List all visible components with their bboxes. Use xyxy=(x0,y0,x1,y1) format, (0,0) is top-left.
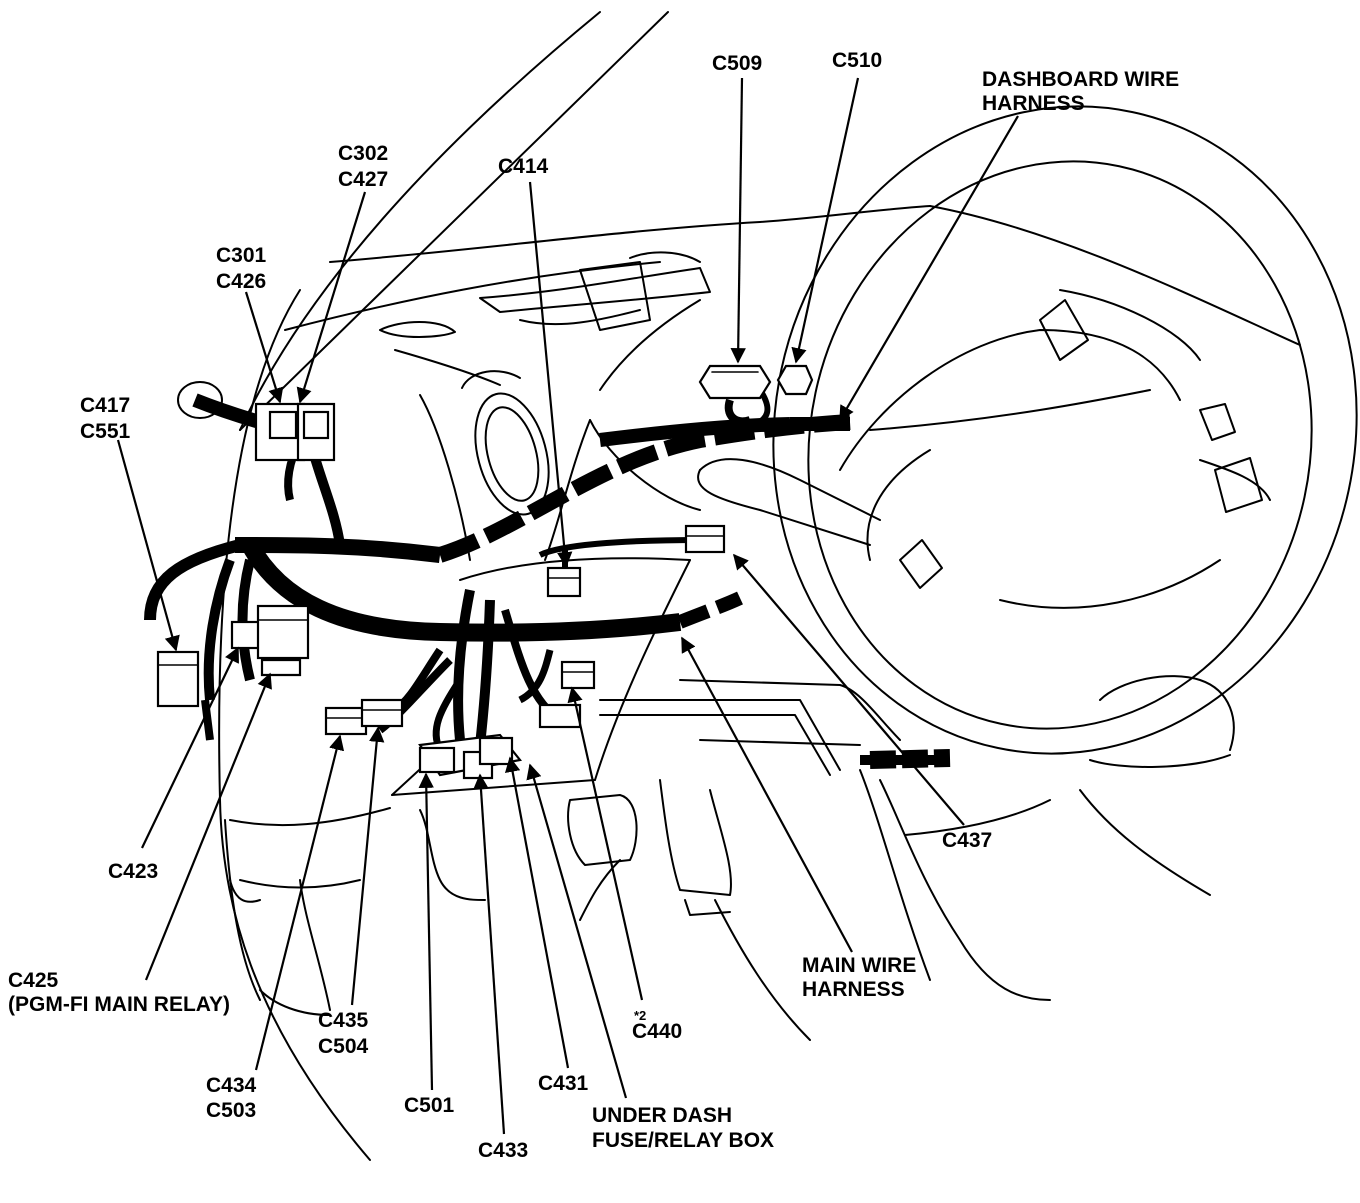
label-c414: C414 xyxy=(498,155,549,178)
fuse-relay-box-shape xyxy=(418,703,582,780)
labels: C509 C510 DASHBOARD WIRE HARNESS C302 C4… xyxy=(8,49,1179,1162)
label-c435: C435 xyxy=(318,1009,369,1032)
label-dashboard-harness-line2: HARNESS xyxy=(982,92,1085,115)
leader-lines xyxy=(116,77,1019,1135)
connector-c301-shape xyxy=(254,402,306,462)
steering-wheel xyxy=(772,105,1358,768)
connector-c434-shape xyxy=(324,706,368,736)
label-c510: C510 xyxy=(832,49,882,72)
label-c509: C509 xyxy=(712,52,762,75)
connector-c435-shape xyxy=(360,698,404,728)
label-main-harness-line2: HARNESS xyxy=(802,978,905,1001)
label-c503: C503 xyxy=(206,1099,256,1122)
wire-harnesses xyxy=(144,381,951,769)
label-c431: C431 xyxy=(538,1072,589,1095)
label-c440: C440 xyxy=(632,1020,682,1043)
connector-c302-shape xyxy=(296,402,336,462)
label-c433: C433 xyxy=(478,1139,528,1162)
label-c423: C423 xyxy=(108,860,158,883)
label-main-harness-line1: MAIN WIRE xyxy=(802,954,916,977)
connectors xyxy=(156,364,814,780)
label-asterisk-2: *2 xyxy=(634,1008,646,1023)
label-c425: C425 xyxy=(8,969,59,992)
label-under-dash-line1: UNDER DASH xyxy=(592,1104,732,1127)
label-pgm-fi-main-relay: (PGM-FI MAIN RELAY) xyxy=(8,993,230,1016)
label-c301: C301 xyxy=(216,244,267,267)
label-c427: C427 xyxy=(338,168,388,191)
label-c417: C417 xyxy=(80,394,130,417)
connector-c510-shape xyxy=(776,364,814,396)
label-c426-top: C426 xyxy=(216,270,266,293)
label-c437: C437 xyxy=(942,829,992,852)
connector-c437-shape xyxy=(684,524,726,554)
connector-c414-shape xyxy=(546,566,582,598)
connector-c440-shape xyxy=(560,660,596,690)
connector-c423-shape xyxy=(230,620,262,650)
label-c434: C434 xyxy=(206,1074,257,1097)
connector-c509-shape xyxy=(698,364,772,400)
label-c501: C501 xyxy=(404,1094,455,1117)
label-dashboard-harness-line1: DASHBOARD WIRE xyxy=(982,68,1179,91)
connector-c425-shape xyxy=(256,604,310,677)
label-c302: C302 xyxy=(338,142,388,165)
label-under-dash-line2: FUSE/RELAY BOX xyxy=(592,1129,774,1152)
label-c504: C504 xyxy=(318,1035,369,1058)
connector-c417-shape xyxy=(156,650,200,708)
label-c551: C551 xyxy=(80,420,131,443)
